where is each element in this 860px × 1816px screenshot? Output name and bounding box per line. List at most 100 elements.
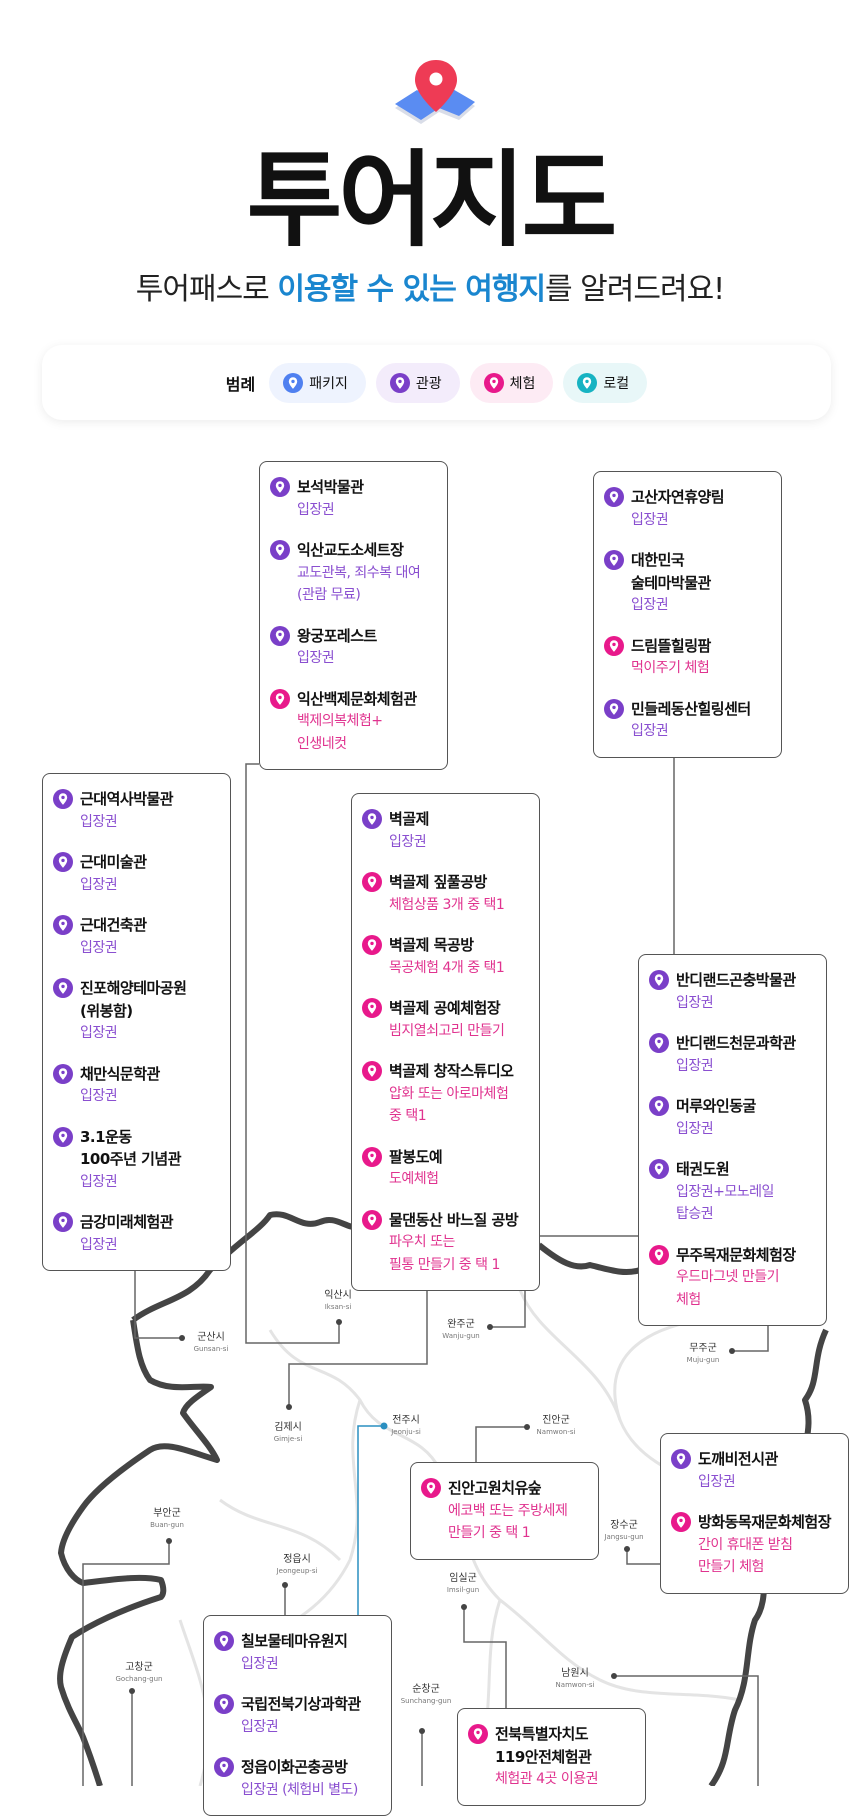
attraction-item[interactable]: 진포해양테마공원 (위봉함)입장권 xyxy=(53,977,222,1045)
map-pin-icon xyxy=(53,1126,73,1147)
attraction-benefit: 입장권 xyxy=(80,876,118,893)
attraction-benefit: 입장권+모노레일 탑승권 xyxy=(676,1183,774,1223)
attraction-name: 방화동목재문화체험장 xyxy=(698,1513,832,1531)
map-pin-icon xyxy=(283,372,304,393)
attraction-benefit: 입장권 xyxy=(676,1120,714,1137)
map-pin-icon xyxy=(53,915,73,935)
legend-label: 체험 xyxy=(509,375,536,392)
attraction-benefit: 입장권 xyxy=(80,939,118,956)
region-name: 진안군 xyxy=(542,1415,570,1426)
map-pin-icon xyxy=(604,487,624,507)
attraction-benefit: 입장권 xyxy=(631,597,669,613)
attraction-name: 3.1운동 100주년 기념관 xyxy=(80,1127,182,1169)
region-name-en: Sunchang-gun xyxy=(400,1697,452,1705)
attraction-benefit: 에코백 또는 주방세제 만들기 중 택 1 xyxy=(448,1502,568,1542)
legend-label: 패키지 xyxy=(309,375,348,392)
attraction-name: 물댄동산 바느질 공방 xyxy=(389,1210,519,1229)
attraction-name: 도깨비전시관 xyxy=(698,1450,778,1468)
map-pin-icon xyxy=(362,935,382,955)
region-name-en: Muju-gun xyxy=(686,1356,720,1364)
region-name: 순창군 xyxy=(412,1684,440,1695)
region-name: 익산시 xyxy=(324,1290,352,1301)
map-pin-logo-icon xyxy=(395,60,475,124)
attraction-benefit: 도예체험 xyxy=(389,1171,439,1187)
attraction-name: 근대미술관 xyxy=(80,853,147,871)
map-pin-icon xyxy=(270,625,290,646)
region-name-en: Gunsan-si xyxy=(193,1345,229,1353)
map-pin-icon xyxy=(649,1244,669,1265)
attraction-benefit: 입장권 xyxy=(698,1473,736,1490)
attraction-benefit: 입장권 xyxy=(80,813,118,830)
map-pin-icon xyxy=(53,789,73,809)
map-pin-icon xyxy=(389,372,410,393)
attraction-benefit: 간이 휴대폰 받침 만들기 체험 xyxy=(698,1536,793,1576)
attraction-name: 칠보물테마유원지 xyxy=(241,1632,348,1650)
attraction-benefit: 먹이주기 체험 xyxy=(631,660,710,676)
attraction-name: 진안고원치유숲 xyxy=(448,1479,542,1497)
map-pin-icon xyxy=(362,809,382,829)
legend-item-local: 로컬 xyxy=(563,362,648,403)
attraction-benefit: 입장권 xyxy=(676,1057,714,1074)
region-name: 부안군 xyxy=(153,1508,181,1519)
map-pin-icon xyxy=(468,1724,488,1744)
attraction-benefit: 입장권 xyxy=(297,501,335,518)
region-name: 정읍시 xyxy=(283,1554,311,1565)
